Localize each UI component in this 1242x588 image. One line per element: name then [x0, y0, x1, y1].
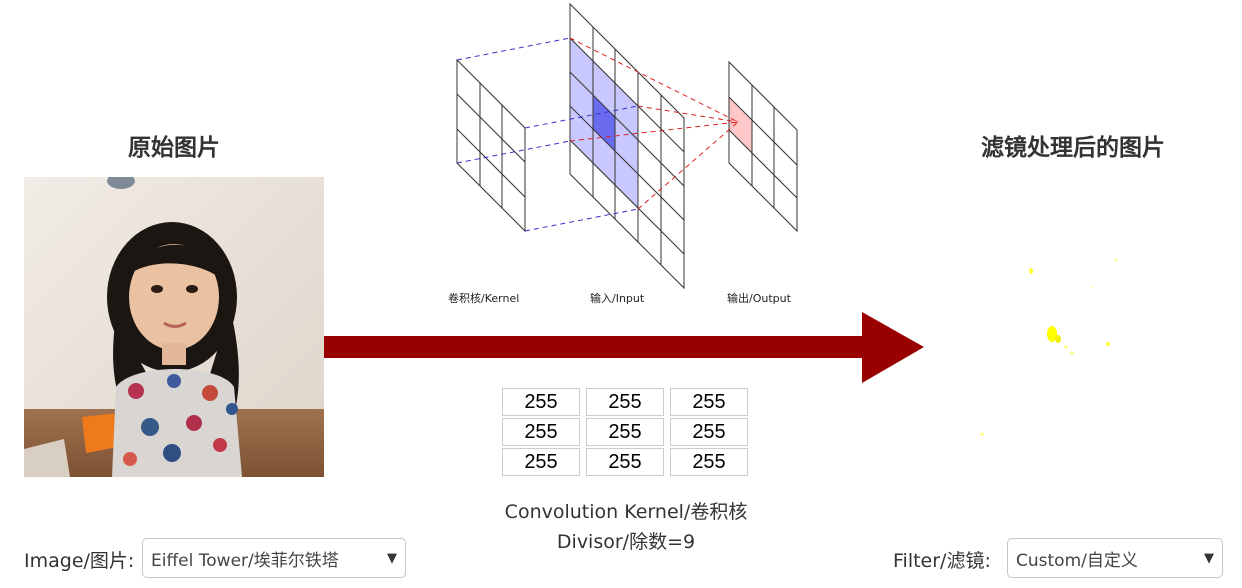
kernel-projection-lines — [456, 37, 639, 232]
kernel-label: 卷积核/Kernel — [448, 292, 520, 305]
kernel-cell-7[interactable] — [586, 448, 664, 476]
filter-select[interactable]: Custom/自定义 ▼ — [1007, 538, 1223, 578]
original-image-title: 原始图片 — [128, 135, 220, 161]
output-label: 输出/Output — [727, 292, 791, 305]
kernel-cell-3[interactable] — [502, 418, 580, 446]
kernel-caption: Convolution Kernel/卷积核 — [504, 501, 748, 523]
filter-select-value: Custom/自定义 — [1016, 550, 1138, 571]
convolution-diagram — [440, 0, 810, 310]
kernel-cell-2[interactable] — [670, 388, 748, 416]
image-select-label: Image/图片: — [24, 550, 135, 572]
kernel-cell-5[interactable] — [670, 418, 748, 446]
kernel-grid-graphic — [456, 58, 526, 233]
input-label: 输入/Input — [590, 292, 645, 305]
kernel-cell-4[interactable] — [586, 418, 664, 446]
kernel-cell-0[interactable] — [502, 388, 580, 416]
output-grid-graphic — [728, 60, 798, 233]
divisor-text: Divisor/除数=9 — [556, 531, 696, 553]
original-photo — [24, 177, 324, 477]
kernel-cell-6[interactable] — [502, 448, 580, 476]
filtered-image — [940, 177, 1240, 477]
filter-select-label: Filter/滤镜: — [893, 550, 991, 572]
filtered-image-title: 滤镜处理后的图片 — [981, 135, 1165, 161]
image-select-value: Eiffel Tower/埃菲尔铁塔 — [151, 550, 339, 571]
chevron-down-icon: ▼ — [1204, 550, 1214, 566]
kernel-cell-1[interactable] — [586, 388, 664, 416]
process-arrow — [324, 312, 924, 384]
output-projection-lines — [569, 37, 739, 210]
chevron-down-icon: ▼ — [387, 550, 397, 566]
kernel-input-grid — [502, 388, 748, 476]
kernel-cell-8[interactable] — [670, 448, 748, 476]
image-select[interactable]: Eiffel Tower/埃菲尔铁塔 ▼ — [142, 538, 406, 578]
